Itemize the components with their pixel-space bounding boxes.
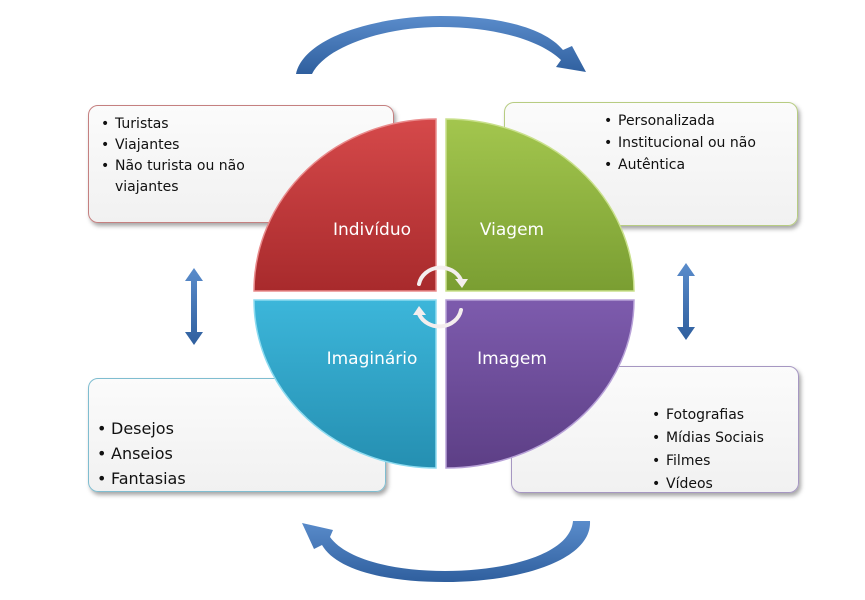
list-item: Institucional ou não [602, 132, 797, 154]
viagem-list: Personalizada Institucional ou não Autên… [602, 110, 797, 176]
quadrant-label-individuo: Indivíduo [333, 220, 411, 240]
top-curved-arrow-icon [296, 16, 586, 74]
list-item: Mídias Sociais [650, 427, 798, 450]
quadrant-imagem [445, 299, 635, 469]
list-item: Vídeos [650, 473, 798, 496]
cycle-arrowhead-right-icon [455, 279, 468, 288]
quadrant-viagem [445, 118, 635, 292]
list-item: Autêntica [602, 154, 797, 176]
quadrant-label-viagem: Viagem [480, 220, 544, 240]
list-item: Viajantes [99, 135, 264, 156]
list-item: Anseios [95, 441, 385, 466]
list-item: Filmes [650, 450, 798, 473]
list-item: Fantasias [95, 466, 385, 491]
quadrant-label-imagem: Imagem [477, 349, 547, 369]
list-item: Fotografias [650, 404, 798, 427]
individuo-list: Turistas Viajantes Não turista ou não vi… [99, 114, 264, 198]
bottom-curved-arrow-icon [302, 521, 591, 582]
imagem-list: Fotografias Mídias Sociais Filmes Vídeos [650, 404, 798, 496]
list-item: Desejos [95, 416, 385, 441]
list-item: Personalizada [602, 110, 797, 132]
imaginario-list: Desejos Anseios Fantasias [95, 416, 385, 491]
quadrant-individuo [253, 118, 437, 292]
list-item: Não turista ou não viajantes [99, 156, 264, 198]
cycle-arrows-icon [417, 265, 463, 329]
quadrant-label-imaginario: Imaginário [327, 349, 418, 369]
list-item: Turistas [99, 114, 264, 135]
left-double-arrow-icon [185, 268, 203, 345]
quadrant-imaginario [253, 299, 437, 469]
right-double-arrow-icon [677, 263, 695, 340]
cycle-arrowhead-left-icon [413, 306, 426, 315]
